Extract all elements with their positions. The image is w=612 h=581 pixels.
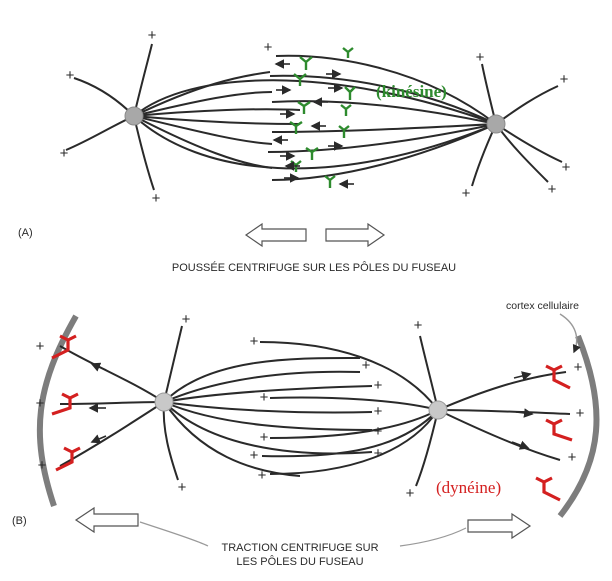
kinesin-label: (kinésine) (376, 82, 447, 101)
plus-sign: + (576, 405, 585, 422)
spindle-outer-microtubules-a (133, 79, 497, 170)
plus-sign: + (374, 403, 383, 420)
plus-sign: + (264, 39, 273, 56)
spindle-pole-left-b (154, 392, 174, 412)
cortex-left (36, 314, 79, 507)
pull-arrows-b (74, 506, 532, 540)
plus-sign: + (60, 145, 69, 162)
plus-sign: + (182, 311, 191, 328)
cortex-label: cortex cellulaire (506, 300, 579, 312)
plus-sign: + (568, 449, 577, 466)
plus-sign: + (374, 377, 383, 394)
dynein-motors (51, 334, 573, 502)
right-hollow-arrow (467, 512, 532, 540)
kinesin-motors (289, 47, 356, 188)
cortex-pointer (559, 313, 581, 354)
spindle-pole-right-a (486, 114, 506, 134)
panel-a-label: (A) (18, 227, 33, 239)
plus-ends-b: + + + + + + + + + + + + + + + + + + + + (36, 311, 585, 502)
sliding-arrows-a (272, 59, 354, 189)
plus-sign: + (250, 447, 259, 464)
plus-sign: + (548, 181, 557, 198)
plus-ends-a: + + + + + + + + + + (60, 27, 571, 207)
panel-b-label: (B) (12, 515, 27, 527)
plus-sign: + (66, 67, 75, 84)
plus-sign: + (152, 190, 161, 207)
panel-a-caption: POUSSÉE CENTRIFUGE SUR LES PÔLES DU FUSE… (172, 261, 456, 274)
plus-sign: + (258, 467, 267, 484)
plus-sign: + (38, 457, 47, 474)
plus-sign: + (562, 159, 571, 176)
spindle-microtubules-b (163, 341, 439, 477)
panel-b-caption-line1: TRACTION CENTRIFUGE SUR (221, 542, 378, 554)
spindle-pole-right-b (428, 400, 448, 420)
plus-sign: + (36, 338, 45, 355)
plus-sign: + (560, 71, 569, 88)
dynein-label: (dynéine) (436, 478, 501, 497)
plus-sign: + (414, 317, 423, 334)
push-arrows-a (244, 222, 386, 248)
plus-sign: + (36, 395, 45, 412)
panel-a: + + + + + + + + + + (kinésine) (A) POUSS… (18, 27, 571, 274)
plus-sign: + (362, 357, 371, 374)
right-hollow-arrow (325, 222, 386, 248)
plus-sign: + (574, 359, 583, 376)
plus-sign: + (374, 423, 383, 440)
spindle-pole-left-a (124, 106, 144, 126)
plus-sign: + (462, 185, 471, 202)
pulling-arrows-b (88, 362, 534, 450)
caption-leader-lines (139, 521, 467, 547)
left-hollow-arrow (244, 222, 307, 248)
plus-sign: + (476, 49, 485, 66)
plus-sign: + (148, 27, 157, 44)
cortex-right (557, 334, 600, 518)
plus-sign: + (260, 429, 269, 446)
panel-b-caption-line2: LES PÔLES DU FUSEAU (236, 555, 363, 568)
panel-b: + + + + + + + + + + + + + + + + + + + + … (12, 300, 600, 568)
plus-sign: + (250, 333, 259, 350)
plus-sign: + (260, 389, 269, 406)
plus-sign: + (406, 485, 415, 502)
left-hollow-arrow (74, 506, 139, 534)
overlapping-microtubules-a (133, 54, 497, 181)
plus-sign: + (374, 445, 383, 462)
plus-sign: + (178, 479, 187, 496)
